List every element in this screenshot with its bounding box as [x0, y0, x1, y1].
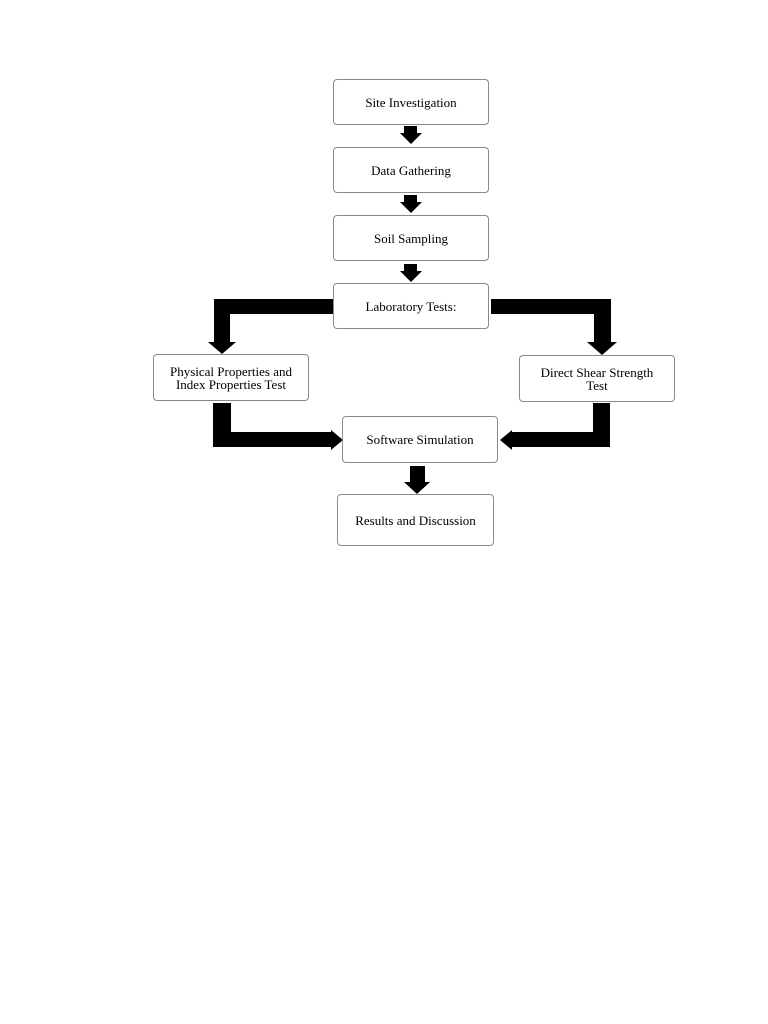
- arrow-site-investigation-to-data-gathering: [400, 126, 422, 144]
- node-data-gathering: Data Gathering: [333, 147, 489, 193]
- node-software-simulation: Software Simulation: [342, 416, 498, 463]
- arrow-physical-properties-to-software-simulation: [213, 403, 343, 450]
- node-laboratory-tests: Laboratory Tests:: [333, 283, 489, 329]
- node-site-investigation: Site Investigation: [333, 79, 489, 125]
- arrow-soil-sampling-to-laboratory-tests: [400, 264, 422, 282]
- arrow-data-gathering-to-soil-sampling: [400, 195, 422, 213]
- node-soil-sampling: Soil Sampling: [333, 215, 489, 261]
- node-physical-properties: Physical Properties and Index Properties…: [153, 354, 309, 401]
- node-results-and-discussion: Results and Discussion: [337, 494, 494, 546]
- arrow-laboratory-tests-to-physical-properties: [208, 299, 333, 354]
- arrow-laboratory-tests-to-direct-shear: [491, 299, 617, 355]
- arrow-software-simulation-to-results-discussion: [404, 466, 430, 494]
- arrow-direct-shear-to-software-simulation: [500, 403, 610, 450]
- node-direct-shear-strength: Direct Shear Strength Test: [519, 355, 675, 402]
